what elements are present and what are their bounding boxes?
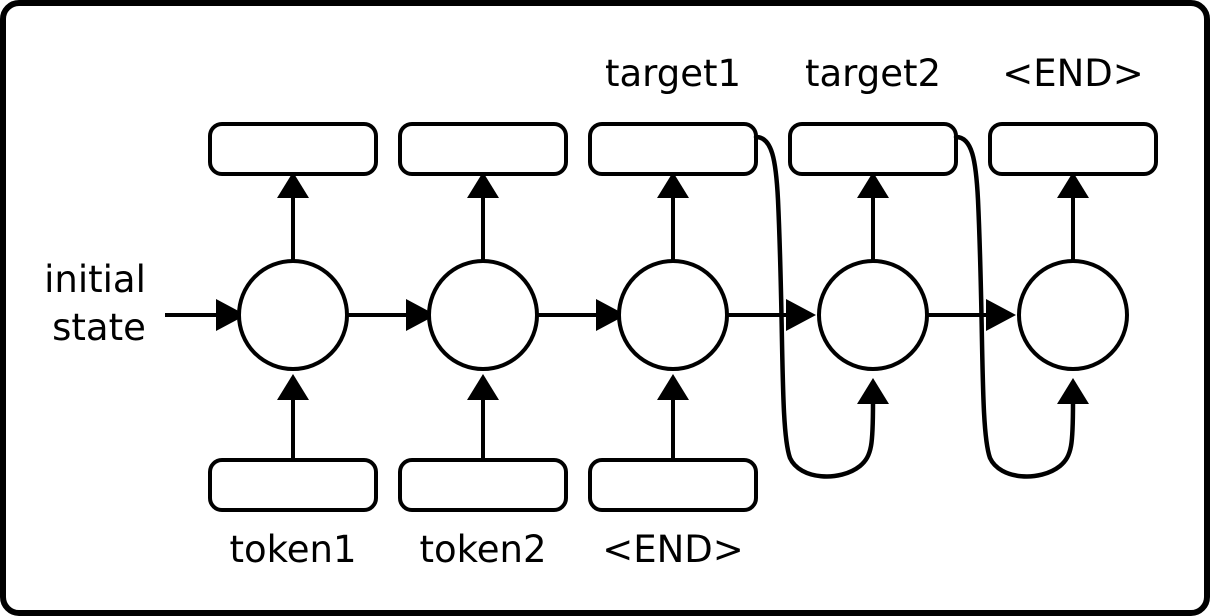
input-label-end-token: <END> [602,528,744,571]
input-label-token2: token2 [419,528,546,571]
state-arrow-head-3-4 [986,299,1016,331]
rnn-cell-1[interactable] [427,259,539,371]
input-box-2[interactable] [588,458,758,512]
rnn-cell-4[interactable] [1017,259,1129,371]
feedback-arrow-head-3-to-4 [1057,378,1089,404]
output-box-3[interactable] [788,122,958,176]
initial-state-label-line1: initial [44,258,146,301]
feedback-arrow-head-2-to-3 [857,378,889,404]
state-arrow-head-1-2 [596,299,626,331]
output-label-target1: target1 [605,52,741,95]
initial-state-arrow-head [216,299,246,331]
output-arrow-head-4 [1057,172,1089,198]
output-label-target2: target2 [805,52,941,95]
rnn-cell-3[interactable] [817,259,929,371]
output-label-end-token: <END> [1002,52,1144,95]
feedback-curve-3-to-4 [953,134,1076,479]
output-arrow-head-2 [657,172,689,198]
input-arrow-head-2 [657,374,689,400]
state-arrow-head-2-3 [786,299,816,331]
input-label-token1: token1 [229,528,356,571]
output-box-2[interactable] [588,122,758,176]
output-arrow-head-0 [277,172,309,198]
output-arrow-head-1 [467,172,499,198]
output-box-0[interactable] [208,122,378,176]
input-box-1[interactable] [398,458,568,512]
input-arrow-head-1 [467,374,499,400]
output-box-1[interactable] [398,122,568,176]
rnn-cell-2[interactable] [617,259,729,371]
input-box-0[interactable] [208,458,378,512]
state-arrow-head-0-1 [406,299,436,331]
rnn-cell-0[interactable] [237,259,349,371]
feedback-curve-2-to-3 [753,134,876,479]
input-arrow-head-0 [277,374,309,400]
output-box-4[interactable] [988,122,1158,176]
output-arrow-head-3 [857,172,889,198]
initial-state-label-line2: state [52,306,146,349]
